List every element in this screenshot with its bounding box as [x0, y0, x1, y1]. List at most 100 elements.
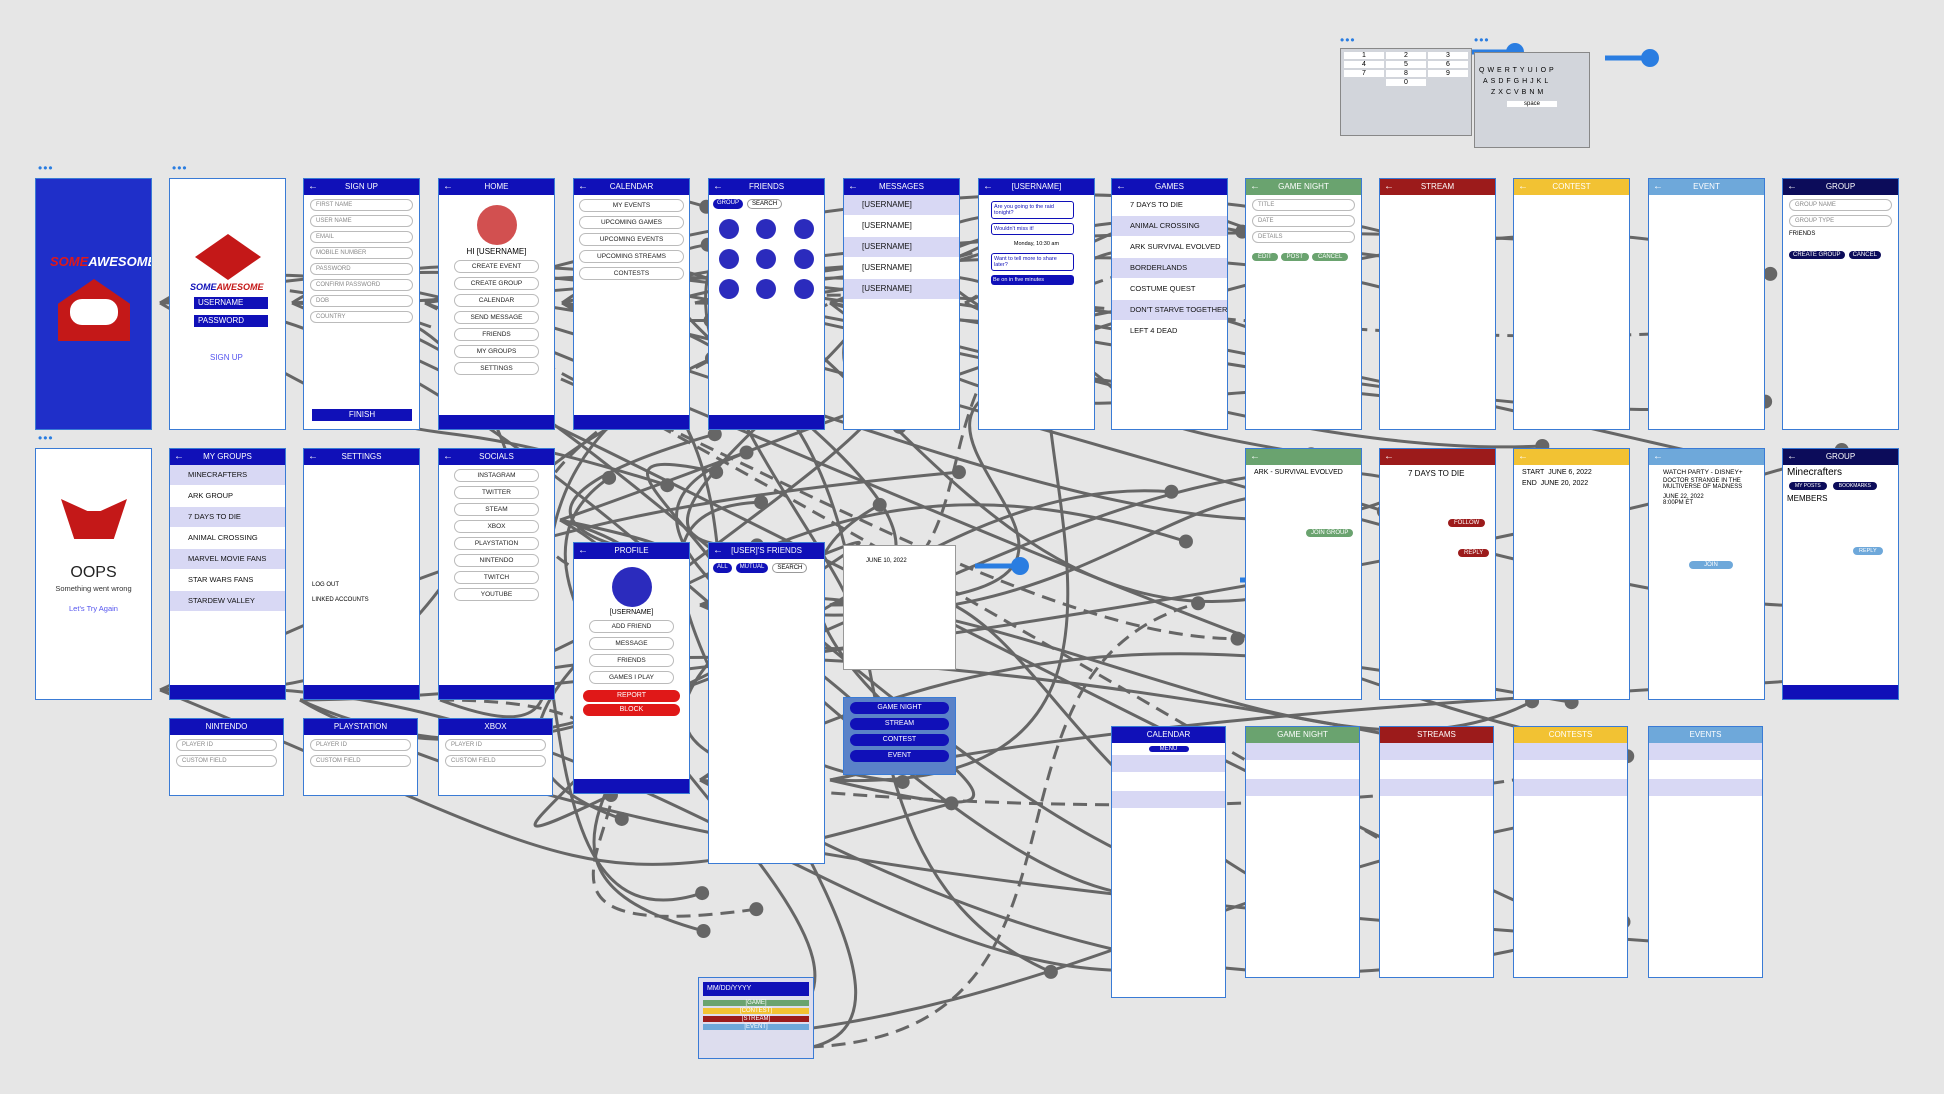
key-2[interactable]: 2: [1386, 52, 1426, 59]
email-field[interactable]: EMAIL: [310, 231, 413, 243]
group-filter[interactable]: GROUP: [713, 199, 744, 209]
reply-button[interactable]: REPLY: [1458, 549, 1490, 557]
list-item[interactable]: [1380, 761, 1493, 779]
group-item[interactable]: MARVEL MOVIE FANS: [170, 549, 285, 570]
nintendo-player-id[interactable]: PLAYER ID: [176, 739, 277, 751]
playstation-custom-field[interactable]: CUSTOM FIELD: [310, 755, 411, 767]
first-name-field[interactable]: FIRST NAME: [310, 199, 413, 211]
menu-button[interactable]: MENU: [1148, 746, 1189, 752]
logout-link[interactable]: LOG OUT: [312, 582, 340, 588]
bookmarks-tab[interactable]: BOOKMARKS: [1832, 482, 1877, 490]
mobile-field[interactable]: MOBILE NUMBER: [310, 247, 413, 259]
list-item[interactable]: [1112, 755, 1225, 773]
key-3[interactable]: 3: [1428, 52, 1468, 59]
back-arrow-icon[interactable]: ←: [308, 181, 318, 192]
key-6[interactable]: 6: [1428, 61, 1468, 68]
back-arrow-icon[interactable]: ←: [713, 545, 723, 556]
upcoming-streams-item[interactable]: UPCOMING STREAMS: [578, 250, 685, 263]
keyboard-row-1[interactable]: QWERTYUIOP: [1479, 67, 1557, 74]
frame-handle[interactable]: •••: [38, 431, 54, 445]
users-friends-search[interactable]: SEARCH: [772, 563, 808, 573]
xbox-custom-field[interactable]: CUSTOM FIELD: [445, 755, 546, 767]
keyboard-space[interactable]: space: [1507, 101, 1557, 107]
playstation-item[interactable]: PLAYSTATION: [454, 537, 539, 550]
post-button[interactable]: POST: [1280, 253, 1310, 261]
list-item[interactable]: [1246, 743, 1359, 761]
friend-avatar-icon[interactable]: [756, 279, 777, 299]
password-field[interactable]: PASSWORD: [194, 315, 268, 327]
profile-friends-button[interactable]: FRIENDS: [589, 654, 674, 667]
create-event-button[interactable]: CREATE EVENT: [454, 260, 539, 273]
game-item[interactable]: 7 DAYS TO DIE: [1112, 195, 1227, 216]
back-arrow-icon[interactable]: ←: [578, 545, 588, 556]
cancel-button[interactable]: CANCEL: [1312, 253, 1349, 261]
back-arrow-icon[interactable]: ←: [1250, 451, 1260, 462]
twitch-item[interactable]: TWITCH: [454, 571, 539, 584]
group-type-field[interactable]: GROUP TYPE: [1789, 215, 1892, 227]
country-field[interactable]: COUNTRY: [310, 311, 413, 323]
back-arrow-icon[interactable]: ←: [1518, 181, 1528, 192]
group-reply-button[interactable]: REPLY: [1853, 547, 1883, 555]
xbox-player-id[interactable]: PLAYER ID: [445, 739, 546, 751]
list-item[interactable]: [1514, 743, 1627, 761]
password-input[interactable]: PASSWORD: [310, 263, 413, 275]
message-row[interactable]: [USERNAME]: [844, 216, 959, 237]
title-field[interactable]: TITLE: [1252, 199, 1355, 211]
confirm-password-field[interactable]: CONFIRM PASSWORD: [310, 279, 413, 291]
create-group-button[interactable]: CREATE GROUP: [454, 277, 539, 290]
key-9[interactable]: 9: [1428, 70, 1468, 77]
friend-avatar-icon[interactable]: [756, 249, 777, 269]
date-field[interactable]: DATE: [1252, 215, 1355, 227]
back-arrow-icon[interactable]: ←: [1518, 451, 1528, 462]
friend-avatar-icon[interactable]: [718, 249, 739, 269]
back-arrow-icon[interactable]: ←: [713, 181, 723, 192]
key-7[interactable]: 7: [1344, 70, 1384, 77]
friend-avatar-icon[interactable]: [794, 279, 815, 299]
picker-event[interactable]: [EVENT]: [703, 1024, 809, 1030]
game-item[interactable]: ANIMAL CROSSING: [1112, 216, 1227, 237]
list-item[interactable]: [1649, 779, 1762, 797]
message-row[interactable]: [USERNAME]: [844, 237, 959, 258]
back-arrow-icon[interactable]: ←: [1787, 181, 1797, 192]
keyboard-row-2[interactable]: ASDFGHJKL: [1483, 78, 1552, 85]
instagram-item[interactable]: INSTAGRAM: [454, 469, 539, 482]
list-item[interactable]: [1112, 791, 1225, 809]
join-group-button[interactable]: JOIN GROUP: [1306, 529, 1354, 537]
group-item[interactable]: ARK GROUP: [170, 486, 285, 507]
back-arrow-icon[interactable]: ←: [1384, 451, 1394, 462]
list-item[interactable]: [1246, 761, 1359, 779]
friend-avatar-icon[interactable]: [718, 279, 739, 299]
picker-game[interactable]: [GAME]: [703, 1000, 809, 1006]
steam-item[interactable]: STEAM: [454, 503, 539, 516]
create-group-cancel[interactable]: CANCEL: [1848, 251, 1881, 259]
group-item[interactable]: STARDEW VALLEY: [170, 591, 285, 612]
keyboard-row-3[interactable]: ZXCVBNM: [1491, 89, 1547, 96]
upcoming-games-item[interactable]: UPCOMING GAMES: [578, 216, 685, 229]
my-groups-button[interactable]: MY GROUPS: [454, 345, 539, 358]
edit-button[interactable]: EDIT: [1252, 253, 1278, 261]
dob-field[interactable]: DOB: [310, 295, 413, 307]
settings-button[interactable]: SETTINGS: [454, 362, 539, 375]
option-stream[interactable]: STREAM: [850, 718, 949, 730]
game-item[interactable]: BORDERLANDS: [1112, 258, 1227, 279]
frame-handle[interactable]: •••: [1340, 33, 1356, 47]
game-item[interactable]: DON'T STARVE TOGETHER: [1112, 300, 1227, 321]
friend-avatar-icon[interactable]: [794, 219, 815, 239]
add-friend-button[interactable]: ADD FRIEND: [589, 620, 674, 633]
back-arrow-icon[interactable]: ←: [1384, 181, 1394, 192]
create-group-submit[interactable]: CREATE GROUP: [1789, 251, 1845, 259]
signup-link[interactable]: SIGN UP: [210, 353, 243, 362]
group-item[interactable]: MINECRAFTERS: [170, 465, 285, 486]
picker-contest[interactable]: [CONTEST]: [703, 1008, 809, 1014]
xbox-item[interactable]: XBOX: [454, 520, 539, 533]
option-contest[interactable]: CONTEST: [850, 734, 949, 746]
back-arrow-icon[interactable]: ←: [1653, 181, 1663, 192]
friend-avatar-icon[interactable]: [756, 219, 777, 239]
finish-button[interactable]: FINISH: [312, 409, 412, 421]
user-name-field[interactable]: USER NAME: [310, 215, 413, 227]
message-button[interactable]: MESSAGE: [589, 637, 674, 650]
list-item[interactable]: [1649, 761, 1762, 779]
key-5[interactable]: 5: [1386, 61, 1426, 68]
list-item[interactable]: [1514, 779, 1627, 797]
playstation-player-id[interactable]: PLAYER ID: [310, 739, 411, 751]
